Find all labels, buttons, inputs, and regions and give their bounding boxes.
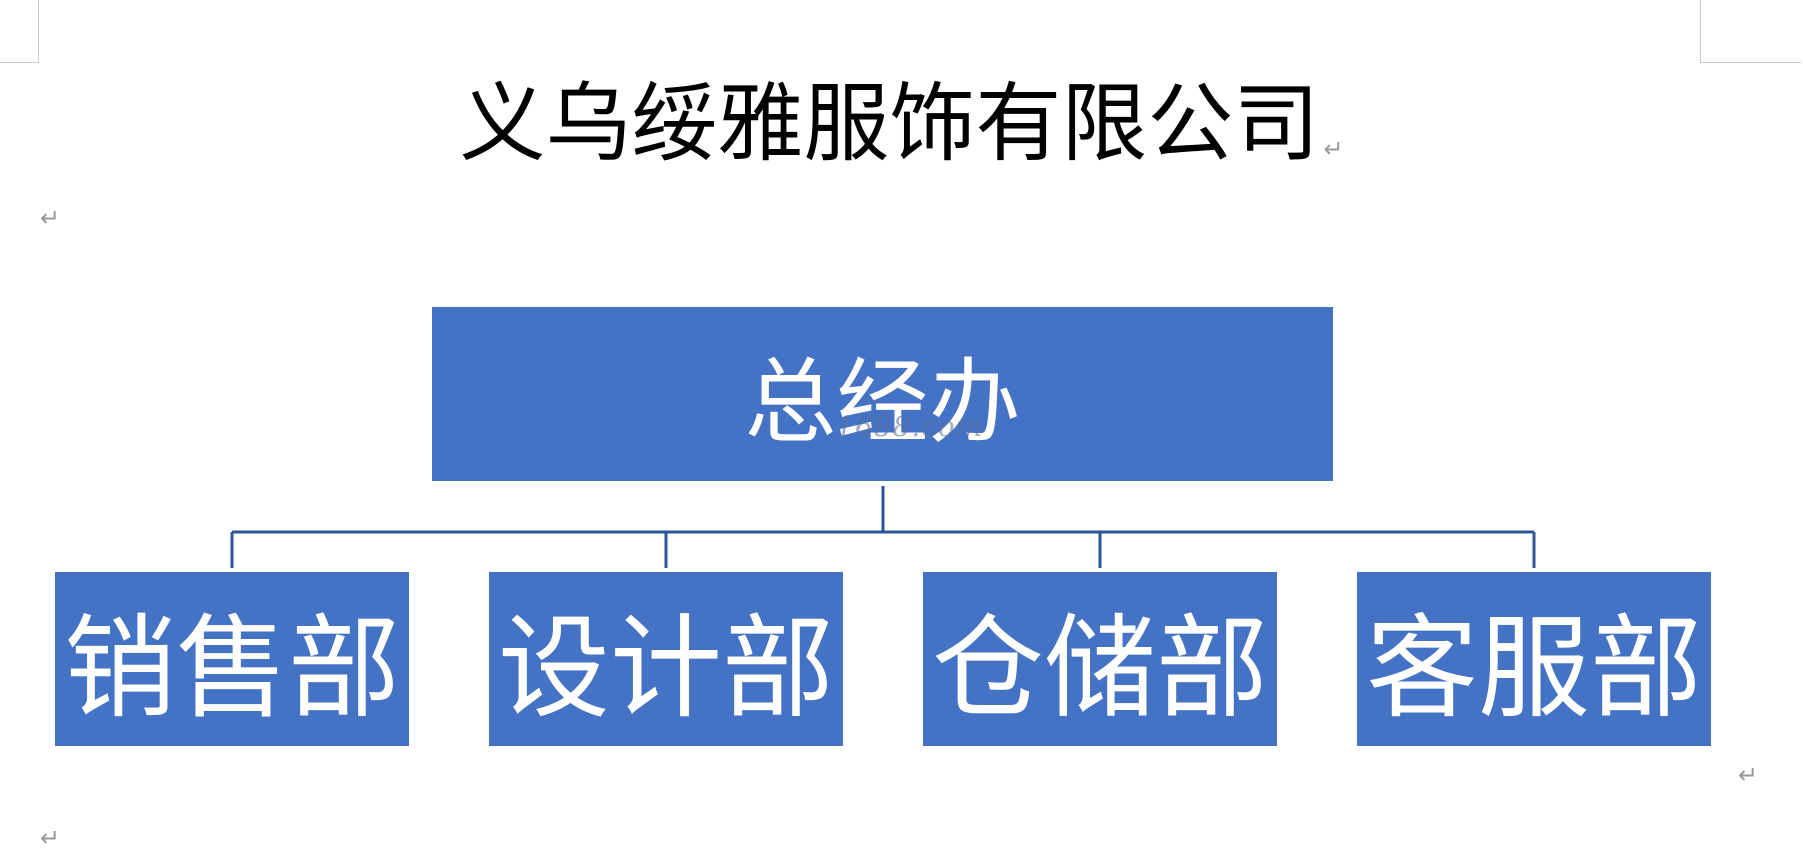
- department-node-design[interactable]: 设计部: [489, 572, 843, 746]
- watermark: 1688.com: [836, 410, 984, 443]
- paragraph-mark-icon: ↵: [1738, 761, 1759, 789]
- department-node-sales[interactable]: 销售部: [55, 572, 409, 746]
- document-title[interactable]: 义乌绥雅服饰有限公司: [459, 74, 1320, 174]
- paragraph-mark-icon: ↵: [1323, 134, 1344, 163]
- top-right-crop-mark: [1700, 0, 1801, 63]
- general-office-node[interactable]: 总经办: [432, 307, 1333, 481]
- title-paragraph[interactable]: 义乌绥雅服饰有限公司↵: [0, 72, 1803, 176]
- top-left-crop-mark: [0, 0, 39, 63]
- paragraph-mark-icon: ↵: [40, 204, 61, 232]
- paragraph-mark-icon: ↵: [40, 824, 61, 852]
- department-node-customer-service[interactable]: 客服部: [1357, 572, 1711, 746]
- department-node-warehouse[interactable]: 仓储部: [923, 572, 1277, 746]
